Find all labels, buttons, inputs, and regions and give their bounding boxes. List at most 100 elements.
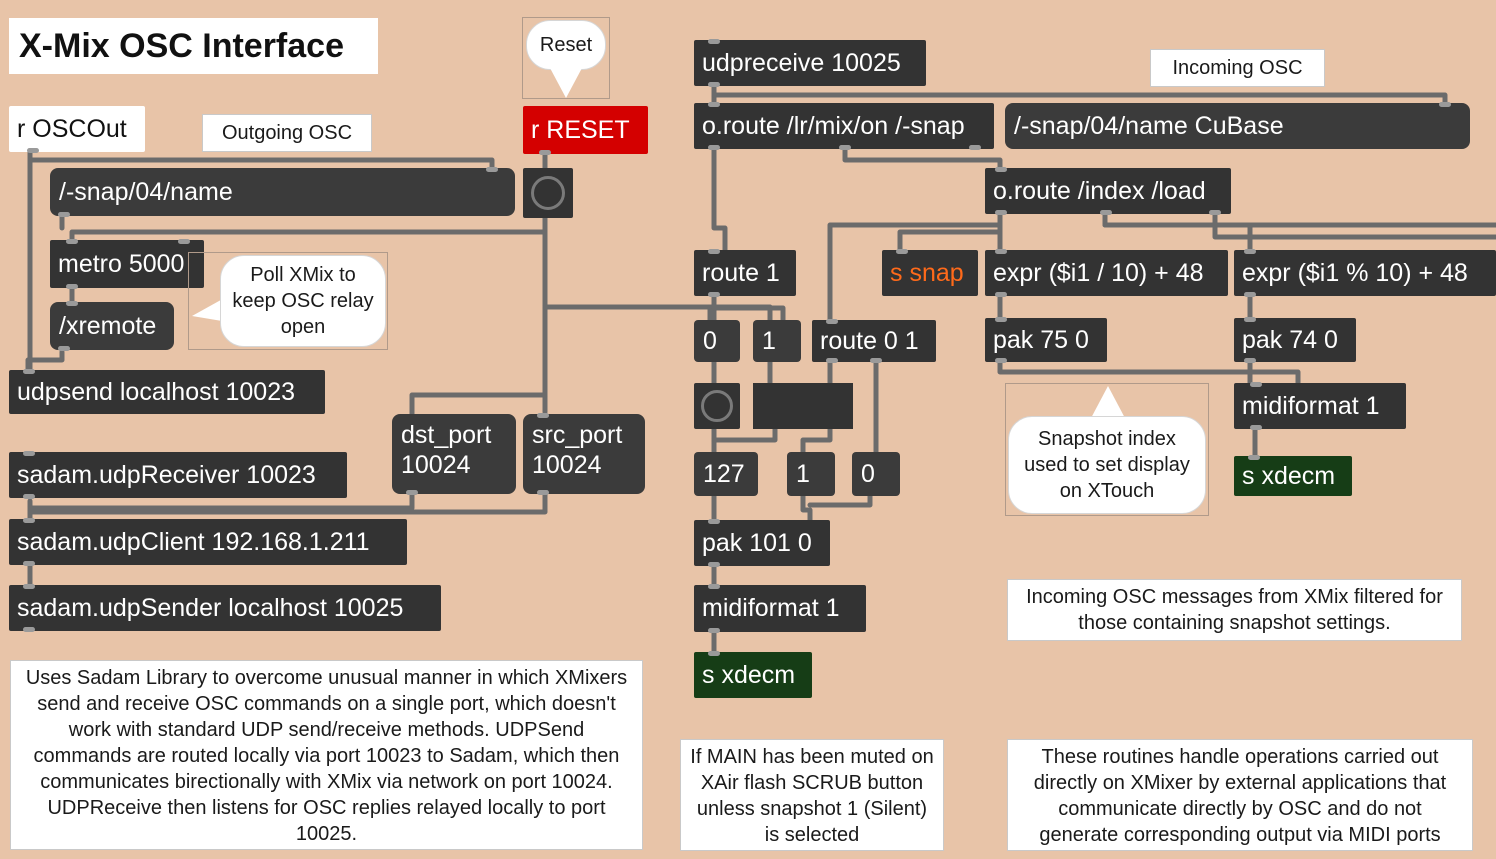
cord-bang-row2 bbox=[707, 304, 773, 323]
outlet bbox=[1244, 292, 1256, 297]
one-message[interactable]: 1 bbox=[753, 320, 801, 362]
poll-bubble-frame bbox=[188, 252, 388, 350]
udpclient-object[interactable]: sadam.udpClient 192.168.1.211 bbox=[9, 518, 407, 566]
cubase-message[interactable]: /-snap/04/name CuBase bbox=[1005, 102, 1470, 149]
mute-info-comment: If MAIN has been muted on XAir flash SCR… bbox=[680, 739, 944, 851]
inlet bbox=[1250, 382, 1262, 387]
s-xdecm-a-label: s xdecm bbox=[1242, 462, 1336, 490]
cord-index-snap bbox=[897, 210, 1003, 253]
v127-label: 127 bbox=[703, 459, 745, 488]
inlet bbox=[1244, 317, 1256, 322]
zero-message[interactable]: 0 bbox=[694, 320, 740, 362]
inlet bbox=[708, 39, 720, 44]
s-xdecm-b-label: s xdecm bbox=[702, 661, 796, 689]
pak74-label: pak 74 0 bbox=[1242, 326, 1338, 354]
pak75-label: pak 75 0 bbox=[993, 326, 1089, 354]
outlet bbox=[1244, 358, 1256, 363]
cord-0-pak bbox=[807, 493, 873, 508]
sadam-info-comment: Uses Sadam Library to overcome unusual m… bbox=[10, 660, 643, 850]
outlet bbox=[537, 490, 549, 495]
snapshot-bubble: Snapshot index used to set display on XT… bbox=[1008, 416, 1206, 514]
udpsender-object[interactable]: sadam.udpSender localhost 10025 bbox=[9, 584, 441, 632]
cord-bang-row bbox=[542, 304, 713, 323]
outlet bbox=[1209, 210, 1221, 215]
dst-port-message[interactable]: dst_port 10024 bbox=[392, 414, 516, 495]
inlet bbox=[708, 102, 720, 107]
xremote-label: /xremote bbox=[59, 311, 157, 340]
oroute-index-label: o.route /index /load bbox=[993, 177, 1206, 205]
s-snap-object[interactable]: s snap bbox=[882, 249, 978, 296]
cord-oscout-udpsend bbox=[25, 149, 33, 373]
udpsender-label: sadam.udpSender localhost 10025 bbox=[17, 594, 404, 622]
pak75-object[interactable]: pak 75 0 bbox=[985, 317, 1107, 363]
inlet bbox=[995, 317, 1007, 322]
dst-port-label: dst_port 10024 bbox=[401, 421, 492, 479]
cord-oroute-index bbox=[842, 145, 1003, 171]
outlet bbox=[995, 210, 1007, 215]
src-port-message[interactable]: src_port 10024 bbox=[523, 413, 645, 495]
snap-name-message[interactable]: /-snap/04/name bbox=[50, 167, 515, 217]
inlet bbox=[486, 167, 498, 172]
outlet bbox=[406, 490, 418, 495]
udpreceive-label: udpreceive 10025 bbox=[702, 49, 901, 77]
udpreceive-object[interactable]: udpreceive 10025 bbox=[694, 39, 926, 87]
inlet bbox=[23, 584, 35, 589]
src-port-label: src_port 10024 bbox=[532, 421, 623, 479]
outlet bbox=[58, 346, 70, 351]
v1-message[interactable]: 1 bbox=[787, 452, 835, 496]
cord-1-pak bbox=[800, 493, 813, 523]
s-snap-label: s snap bbox=[890, 259, 964, 287]
oroute-snap-object[interactable]: o.route /lr/mix/on /-snap bbox=[694, 102, 994, 150]
poll-bubble-pointer bbox=[192, 296, 228, 322]
oroute-snap-label: o.route /lr/mix/on /-snap bbox=[702, 112, 965, 140]
r-oscout-label: r OSCOut bbox=[17, 115, 127, 143]
route1-object[interactable]: route 1 bbox=[694, 249, 796, 297]
route-bang-button[interactable] bbox=[694, 383, 740, 429]
gate-object[interactable] bbox=[753, 383, 853, 429]
route01-object[interactable]: route 0 1 bbox=[812, 319, 936, 363]
s-xdecm-b-object[interactable]: s xdecm bbox=[694, 651, 812, 698]
expr-div-object[interactable]: expr ($i1 / 10) + 48 bbox=[985, 249, 1228, 297]
v0-message[interactable]: 0 bbox=[852, 452, 900, 496]
midiformat-a-object[interactable]: midiformat 1 bbox=[1234, 382, 1406, 430]
udpsend-object[interactable]: udpsend localhost 10023 bbox=[9, 369, 325, 414]
cord-index-right2 bbox=[1212, 210, 1496, 240]
outlet bbox=[58, 212, 70, 217]
udpsend-label: udpsend localhost 10023 bbox=[17, 378, 296, 406]
xremote-message[interactable]: /xremote bbox=[50, 301, 174, 351]
midiformat-b-object[interactable]: midiformat 1 bbox=[694, 584, 866, 633]
cord-index-expr2 bbox=[1102, 210, 1253, 253]
outlet bbox=[23, 494, 35, 499]
inlet bbox=[1439, 102, 1451, 107]
s-xdecm-a-object[interactable]: s xdecm bbox=[1234, 455, 1352, 496]
v127-message[interactable]: 127 bbox=[694, 452, 758, 496]
inlet bbox=[708, 651, 720, 656]
cubase-label: /-snap/04/name CuBase bbox=[1014, 111, 1284, 140]
pak74-object[interactable]: pak 74 0 bbox=[1234, 317, 1356, 363]
metro-object[interactable]: metro 5000 bbox=[50, 239, 204, 289]
outlet bbox=[839, 145, 851, 150]
inlet bbox=[1248, 455, 1260, 460]
expr-mod-object[interactable]: expr ($i1 % 10) + 48 bbox=[1234, 249, 1496, 297]
udpreceiver-object[interactable]: sadam.udpReceiver 10023 bbox=[9, 451, 347, 499]
inlet bbox=[826, 319, 838, 324]
inlet bbox=[995, 249, 1007, 254]
poll-bubble: Poll XMix to keep OSC relay open bbox=[220, 255, 386, 347]
outlet bbox=[23, 561, 35, 566]
outlet bbox=[1250, 425, 1262, 430]
cord-gate-1 bbox=[800, 425, 833, 455]
pak101-object[interactable]: pak 101 0 bbox=[694, 519, 830, 567]
inlet bbox=[537, 413, 549, 418]
r-reset-object[interactable]: r RESET bbox=[523, 106, 648, 155]
reset-bang-button[interactable] bbox=[523, 168, 573, 218]
r-oscout-object[interactable]: r OSCOut bbox=[9, 106, 145, 153]
cord-route1-1 bbox=[711, 293, 786, 323]
outlet bbox=[870, 358, 882, 363]
v0-label: 0 bbox=[861, 459, 875, 488]
outlet bbox=[27, 148, 39, 153]
outlet bbox=[826, 358, 838, 363]
inlet bbox=[708, 519, 720, 524]
midiformat-b-label: midiformat 1 bbox=[702, 594, 840, 622]
oroute-index-object[interactable]: o.route /index /load bbox=[985, 167, 1231, 215]
inlet bbox=[995, 167, 1007, 172]
